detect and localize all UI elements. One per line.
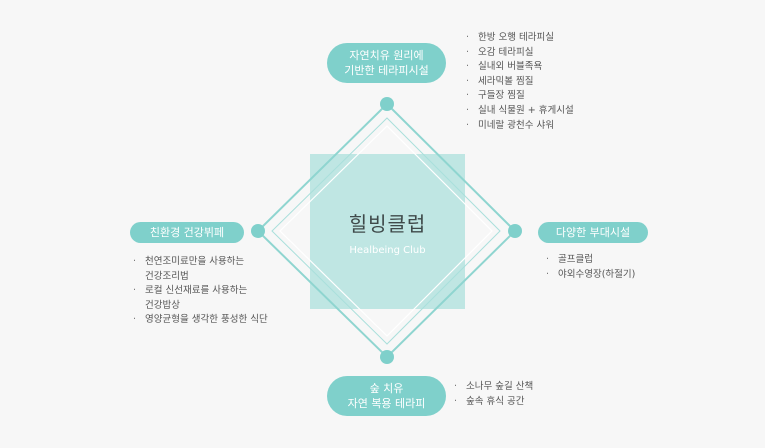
right-category-pill: 다양한 부대시설 [538, 222, 648, 243]
bottom-feature-list: 소나무 숲길 산책 숲속 휴식 공간 [454, 380, 533, 409]
right-feature-list: 골프클럽 야외수영장(하절기) [546, 253, 635, 282]
list-item: 야외수영장(하절기) [546, 268, 635, 283]
list-item: 구들장 찜질 [466, 89, 574, 104]
bottom-category-pill: 숲 치유 자연 복용 테라피 [327, 376, 446, 416]
list-item: 천연조미료만을 사용하는 [133, 255, 268, 270]
center-title: 힐빙클럽 [348, 212, 427, 236]
list-item-continuation: 건강밥상 [145, 299, 180, 311]
right-category-label: 다양한 부대시설 [555, 226, 631, 239]
list-item-continuation: 건강조리법 [145, 270, 189, 282]
center-subtitle: Healbeing Club [349, 245, 426, 256]
node-top [380, 97, 394, 111]
bottom-category-label-line1: 숲 치유 [369, 382, 404, 395]
left-feature-list: 천연조미료만을 사용하는 건강조리법 로컬 신선재료를 사용하는 건강밥상 영양… [133, 255, 268, 328]
list-item: 숲속 휴식 공간 [454, 395, 533, 410]
list-item: 골프클럽 [546, 253, 635, 268]
list-item: 한방 오행 테라피실 [466, 31, 574, 46]
left-category-label: 친환경 건강뷔페 [149, 226, 225, 239]
list-item: 오감 테라피실 [466, 46, 574, 61]
top-category-label-line1: 자연치유 원리에 [349, 49, 424, 62]
list-item: 소나무 숲길 산책 [454, 380, 533, 395]
list-item: 실내 식물원 + 휴게시설 [466, 104, 574, 119]
inner-diamond-b [279, 125, 493, 337]
top-category-pill: 자연치유 원리에 기반한 테라피시설 [327, 43, 446, 83]
top-feature-list: 한방 오행 테라피실 오감 테라피실 실내외 버블족욕 세라믹볼 찜질 구들장 … [466, 31, 574, 133]
list-item: 세라믹볼 찜질 [466, 75, 574, 90]
node-bottom [380, 350, 394, 364]
node-left [251, 224, 265, 238]
bottom-category-label-line2: 자연 복용 테라피 [347, 397, 426, 410]
list-item: 실내외 버블족욕 [466, 60, 574, 75]
node-right [508, 224, 522, 238]
list-item: 영양균형을 생각한 풍성한 식단 [133, 313, 268, 328]
list-item: 미네랄 광천수 샤워 [466, 119, 574, 134]
list-item: 로컬 신선재료를 사용하는 [133, 284, 268, 299]
top-category-label-line2: 기반한 테라피시설 [344, 64, 429, 77]
left-category-pill: 친환경 건강뷔페 [130, 222, 244, 243]
inner-diamond-a [271, 117, 501, 345]
